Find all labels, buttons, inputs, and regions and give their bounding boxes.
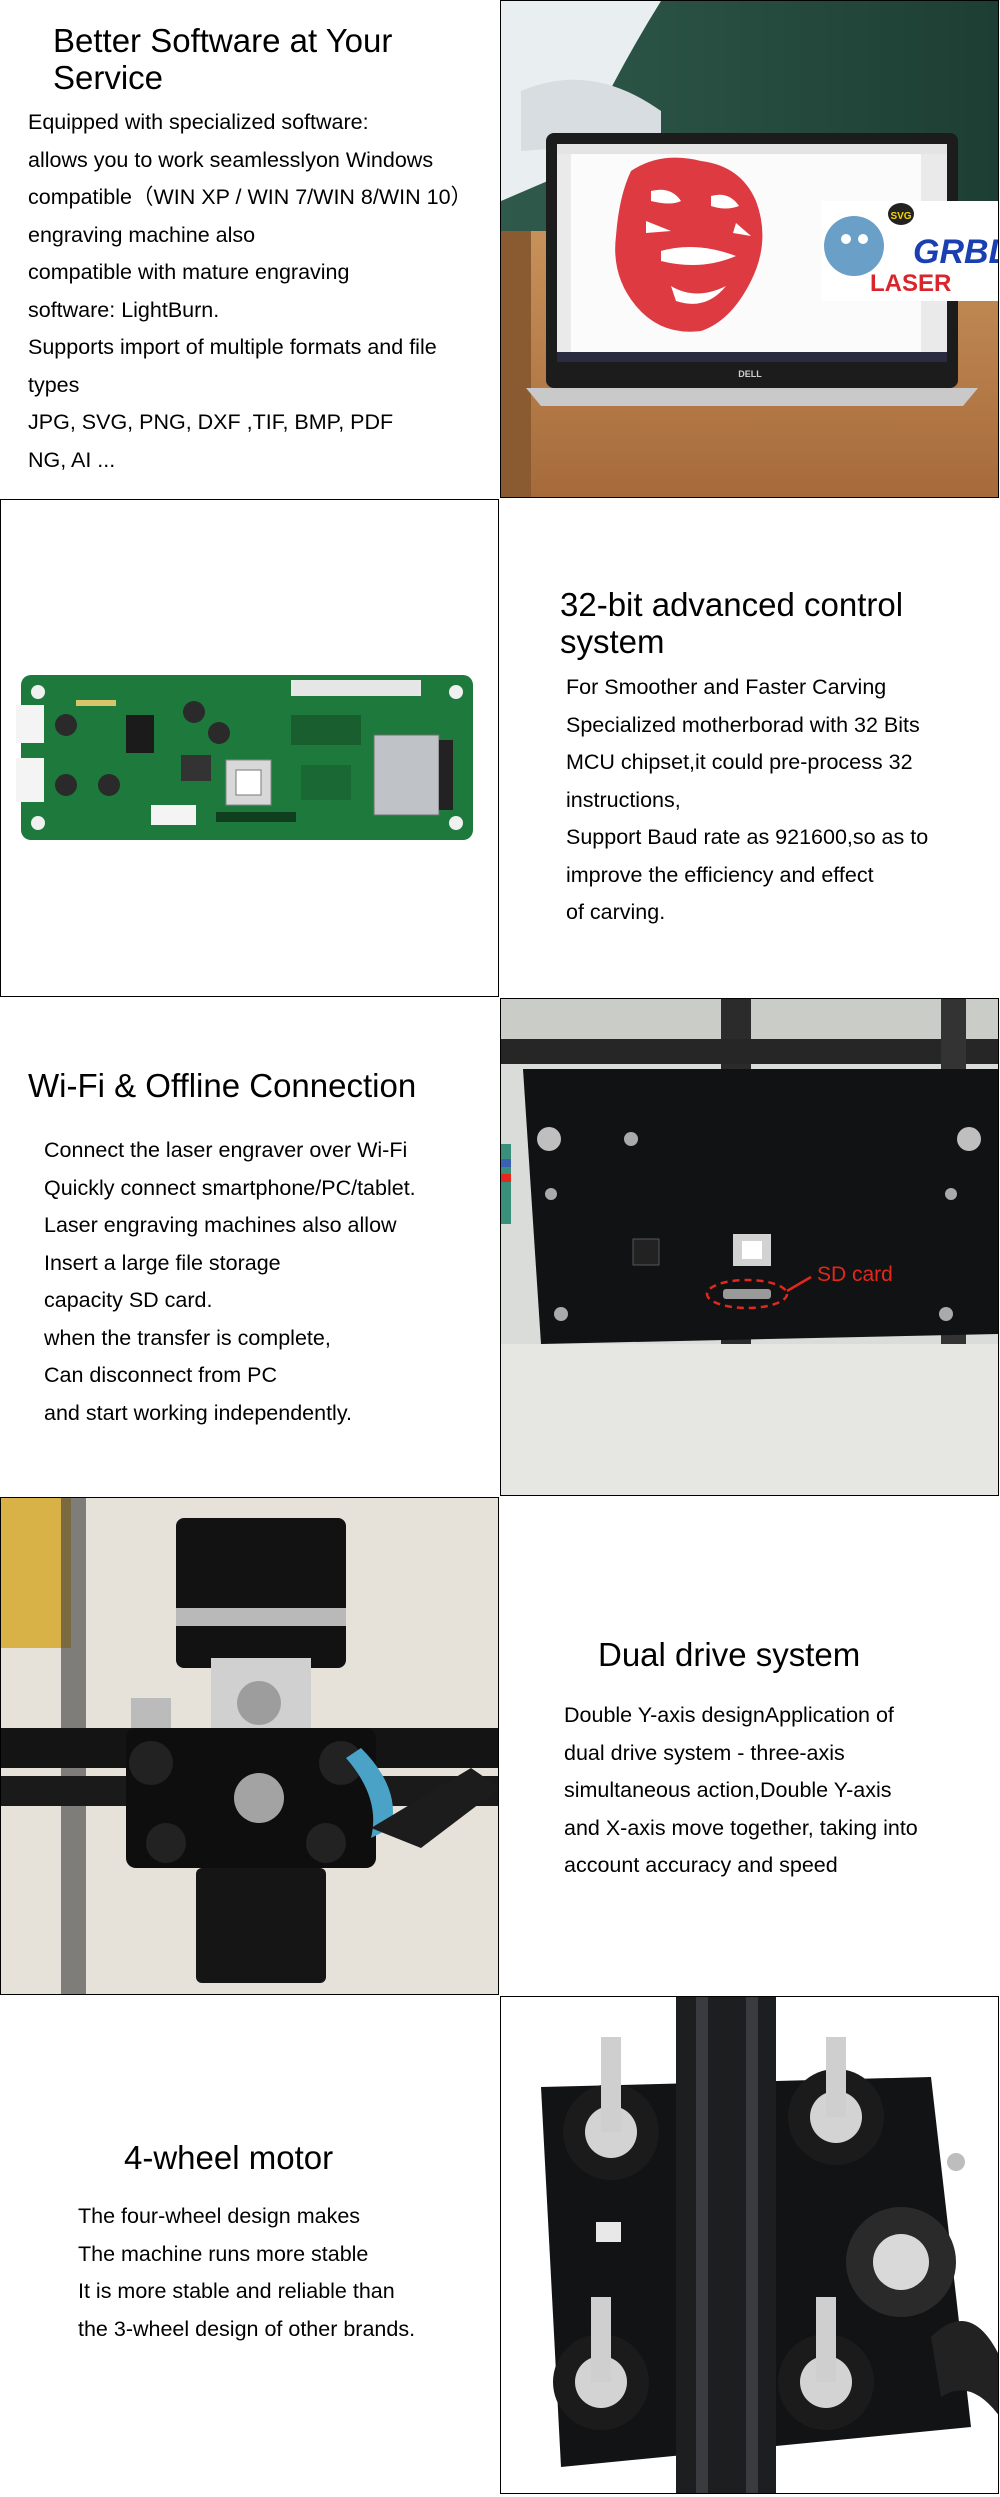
controller-box-photo: SD card bbox=[500, 998, 999, 1496]
four-wheel-line: It is more stable and reliable than bbox=[78, 2279, 395, 2303]
software-title-line2: Service bbox=[53, 59, 164, 96]
software-line: NG, AI ... bbox=[28, 447, 116, 472]
dual-drive-line: account accuracy and speed bbox=[564, 1853, 838, 1877]
software-line: compatible（WIN XP / WIN 7/WIN 8/WIN 10） bbox=[28, 185, 473, 209]
section-software: Better Software at Your Service Equipped… bbox=[0, 0, 1000, 500]
section-wifi: Wi-Fi & Offline Connection Connect the l… bbox=[0, 998, 1000, 1498]
four-wheel-description: The four-wheel design makes The machine … bbox=[78, 2198, 415, 2348]
wifi-line: Laser engraving machines also allow bbox=[44, 1213, 397, 1237]
wifi-line: Can disconnect from PC bbox=[44, 1363, 278, 1387]
software-description: Equipped with specialized software: allo… bbox=[28, 104, 472, 479]
software-line: types bbox=[28, 372, 80, 397]
control-line: Specialized motherborad with 32 Bits bbox=[566, 712, 920, 737]
dual-drive-description: Double Y-axis designApplication of dual … bbox=[564, 1697, 918, 1885]
bottom-stepper-motor bbox=[196, 1868, 326, 1983]
control-line: instructions, bbox=[566, 787, 681, 812]
sd-slot-highlight bbox=[705, 1278, 789, 1310]
wifi-line: Connect the laser engraver over Wi-Fi bbox=[44, 1138, 408, 1162]
control-title-line1: 32-bit advanced control bbox=[560, 586, 904, 623]
four-wheel-line: the 3-wheel design of other brands. bbox=[78, 2316, 416, 2341]
section-four-wheel: 4-wheel motor The four-wheel design make… bbox=[0, 1996, 1000, 2496]
wifi-line: when the transfer is complete, bbox=[44, 1325, 331, 1350]
control-line: improve the efficiency and effect bbox=[566, 862, 874, 887]
pcb-photo bbox=[0, 499, 499, 997]
dual-drive-line: dual drive system - three-axis bbox=[564, 1740, 845, 1765]
wheel-carriage-image bbox=[501, 1997, 998, 2493]
software-line: JPG, SVG, PNG, DXF ,TIF, BMP, PDF bbox=[28, 410, 394, 434]
four-wheel-title: 4-wheel motor bbox=[124, 2139, 334, 2176]
software-line: Supports import of multiple formats and … bbox=[28, 335, 437, 359]
software-line: Equipped with specialized software: bbox=[28, 110, 369, 134]
control-line: For Smoother and Faster Carving bbox=[566, 675, 887, 699]
dual-drive-line: and X-axis move together, taking into bbox=[564, 1815, 918, 1840]
wifi-description: Connect the laser engraver over Wi-Fi Qu… bbox=[44, 1132, 416, 1432]
four-wheel-text-panel: 4-wheel motor The four-wheel design make… bbox=[0, 1996, 499, 2494]
control-line: MCU chipset,it could pre-process 32 bbox=[566, 750, 913, 774]
stepper-motor-photo bbox=[0, 1497, 499, 1995]
y-axis-rail bbox=[676, 1997, 776, 2493]
control-title: 32-bit advanced control system bbox=[560, 586, 903, 660]
software-title: Better Software at Your Service bbox=[53, 22, 392, 96]
wifi-text-panel: Wi-Fi & Offline Connection Connect the l… bbox=[0, 998, 499, 1496]
control-text-panel: 32-bit advanced control system For Smoot… bbox=[500, 499, 999, 997]
laptop-brand: DELL bbox=[738, 369, 762, 379]
controller-box bbox=[523, 1069, 998, 1344]
svg-logo-text: SVG bbox=[890, 211, 911, 222]
dual-drive-line: simultaneous action,Double Y-axis bbox=[564, 1778, 892, 1802]
control-description: For Smoother and Faster Carving Speciali… bbox=[566, 669, 928, 932]
software-line: software: LightBurn. bbox=[28, 297, 220, 322]
dual-drive-line: Double Y-axis designApplication of bbox=[564, 1703, 894, 1727]
controller-box-image: SD card bbox=[501, 999, 998, 1495]
wifi-line: capacity SD card. bbox=[44, 1288, 213, 1312]
software-text-panel: Better Software at Your Service Equipped… bbox=[0, 0, 499, 498]
sd-card-label: SD card bbox=[817, 1263, 893, 1286]
section-dual-drive: Dual drive system Double Y-axis designAp… bbox=[0, 1497, 1000, 1997]
stepper-motor-image bbox=[1, 1498, 498, 1994]
four-wheel-line: The four-wheel design makes bbox=[78, 2204, 361, 2228]
wifi-line: Insert a large file storage bbox=[44, 1250, 281, 1275]
wheel-carriage-photo bbox=[500, 1996, 999, 2494]
dual-drive-title: Dual drive system bbox=[598, 1636, 861, 1673]
wifi-title: Wi-Fi & Offline Connection bbox=[28, 1067, 417, 1104]
control-line: Support Baud rate as 921600,so as to bbox=[566, 825, 929, 849]
control-line: of carving. bbox=[566, 900, 666, 924]
wifi-line: and start working independently. bbox=[44, 1400, 352, 1425]
control-title-line2: system bbox=[560, 623, 665, 660]
software-line: allows you to work seamlesslyon Windows bbox=[28, 147, 434, 172]
pcb-image bbox=[1, 500, 498, 996]
top-stepper-motor bbox=[176, 1518, 346, 1668]
software-line: engraving machine also bbox=[28, 222, 256, 247]
laser-logo-text: LASER bbox=[870, 270, 951, 297]
dual-drive-text-panel: Dual drive system Double Y-axis designAp… bbox=[500, 1497, 999, 1995]
software-line: compatible with mature engraving bbox=[28, 260, 350, 284]
section-control-system: 32-bit advanced control system For Smoot… bbox=[0, 499, 1000, 999]
software-title-line1: Better Software at Your bbox=[53, 22, 393, 59]
wifi-line: Quickly connect smartphone/PC/tablet. bbox=[44, 1175, 416, 1200]
four-wheel-line: The machine runs more stable bbox=[78, 2241, 369, 2266]
